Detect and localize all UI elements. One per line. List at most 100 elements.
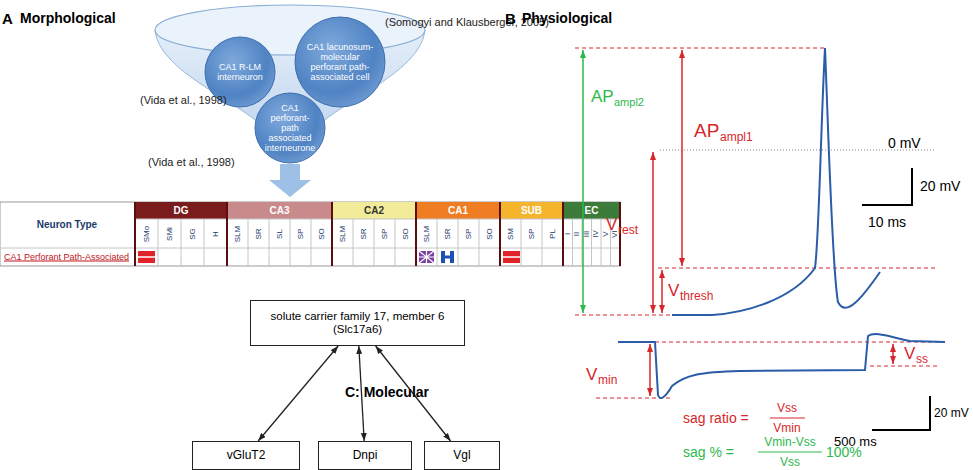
column-header: SO	[486, 228, 494, 240]
dashed-reference	[658, 268, 935, 269]
formula-denominator: Vss	[780, 456, 800, 468]
measure-subscript: rest	[618, 224, 638, 236]
group-header-cell	[416, 202, 500, 219]
grid-line	[601, 219, 602, 266]
group-separators	[135, 202, 620, 266]
column-header: SM	[507, 228, 515, 240]
voltage-label: 0 mV	[888, 136, 921, 150]
grid-line	[290, 219, 291, 266]
node-text: Dnpi	[353, 449, 378, 462]
column-header: SL	[276, 229, 284, 239]
dendrite-mark-block	[138, 251, 155, 263]
column-header: I	[564, 233, 572, 235]
funnel-rim	[155, 5, 425, 55]
measure-subscript: thresh	[680, 290, 713, 302]
column-header: SP	[528, 229, 536, 240]
region-header: CA1	[448, 206, 468, 216]
column-header: SR	[360, 228, 368, 239]
node-text: CA1 R-LM interneuron	[213, 62, 267, 82]
synonym-box: Dnpi	[318, 441, 412, 470]
dashed-reference	[575, 48, 825, 49]
dashed-reference	[655, 342, 945, 343]
formula-text: sag ratio =	[683, 411, 749, 425]
sag-trace	[618, 334, 945, 398]
region-header: DG	[174, 206, 189, 216]
column-header: SMo	[143, 226, 151, 242]
amplitude-arrow	[582, 50, 584, 313]
axon-mark-bar	[441, 256, 454, 259]
grid-line	[181, 219, 182, 266]
measure-subscript: ampl1	[720, 131, 753, 143]
region-header: CA2	[364, 206, 384, 216]
column-header: IV	[592, 230, 600, 238]
column-header: SO	[318, 228, 326, 240]
axon-dendrite-mark	[419, 251, 434, 263]
column-header: SLM	[339, 226, 347, 242]
grid-line	[521, 219, 522, 266]
grid-line	[158, 219, 159, 266]
region-header: SUB	[521, 206, 542, 216]
column-header: SR	[444, 228, 452, 239]
citation: (Vida et al., 1998)	[140, 95, 227, 106]
panel-letter: A	[2, 11, 13, 26]
hatched-mark-block	[419, 251, 434, 263]
citation: (Vida et al., 1998)	[148, 157, 235, 168]
grid-line	[479, 219, 480, 266]
formula-denominator: Vmin	[773, 422, 800, 434]
column-header: SO	[402, 228, 410, 240]
scale-label: 10 ms	[868, 215, 906, 229]
double-arrow	[258, 346, 338, 441]
hatch-lines	[419, 251, 434, 263]
dendrite-mark-block	[503, 251, 520, 263]
dashed-reference	[870, 366, 940, 367]
measure-subscript: ss	[916, 353, 928, 365]
column-header: SP	[465, 229, 473, 240]
panel-letter: B	[505, 11, 516, 26]
panel-title: Morphological	[20, 11, 116, 25]
grid-line	[591, 219, 592, 266]
region-header: CA3	[269, 206, 289, 216]
grid-line	[0, 248, 620, 249]
scale-label: 20 mV	[920, 179, 960, 193]
group-header-cell	[227, 202, 332, 219]
measure-symbol: V	[668, 282, 679, 299]
measure-symbol: V	[586, 366, 597, 383]
dendrite-mark-line	[138, 256, 155, 258]
column-header: SLM	[423, 226, 431, 242]
column-header: II	[573, 232, 581, 236]
column-header: SMi	[166, 227, 174, 241]
node-text: solute carrier family 17, member 6 (Slc1…	[255, 310, 460, 336]
column-header: SP	[297, 229, 305, 240]
measure-symbol: V	[606, 216, 617, 233]
grid-line	[458, 219, 459, 266]
formula-numerator: Vss	[777, 402, 797, 414]
dendrite-mark	[138, 251, 155, 263]
column-header: H	[212, 231, 220, 237]
measure-subscript: min	[598, 374, 617, 386]
panel-title: Physiological	[522, 11, 612, 25]
formula-numerator: Vmin-Vss	[764, 436, 815, 448]
column-header: III	[583, 231, 591, 238]
action-potential-trace	[672, 48, 880, 315]
gene-box: solute carrier family 17, member 6 (Slc1…	[250, 300, 465, 346]
node-text: vGluT2	[227, 449, 266, 462]
grid-line	[542, 219, 543, 266]
circle-shape	[255, 93, 325, 163]
column-header: SG	[189, 228, 197, 240]
grid-line	[311, 219, 312, 266]
grid-line	[374, 219, 375, 266]
group-header-cell	[500, 202, 563, 219]
formula-text: sag % =	[683, 445, 734, 459]
region-header: EC	[585, 206, 599, 216]
scale-bar	[862, 168, 912, 205]
threshold-arrow	[661, 270, 663, 313]
group-header-cell	[135, 202, 227, 219]
grid-line	[269, 219, 270, 266]
grid-line	[135, 219, 620, 220]
synonym-box: vGluT2	[192, 441, 300, 470]
grid-line	[248, 219, 249, 266]
dendrite-mark-line	[503, 256, 520, 258]
synonym-box: Vgl	[424, 441, 500, 470]
